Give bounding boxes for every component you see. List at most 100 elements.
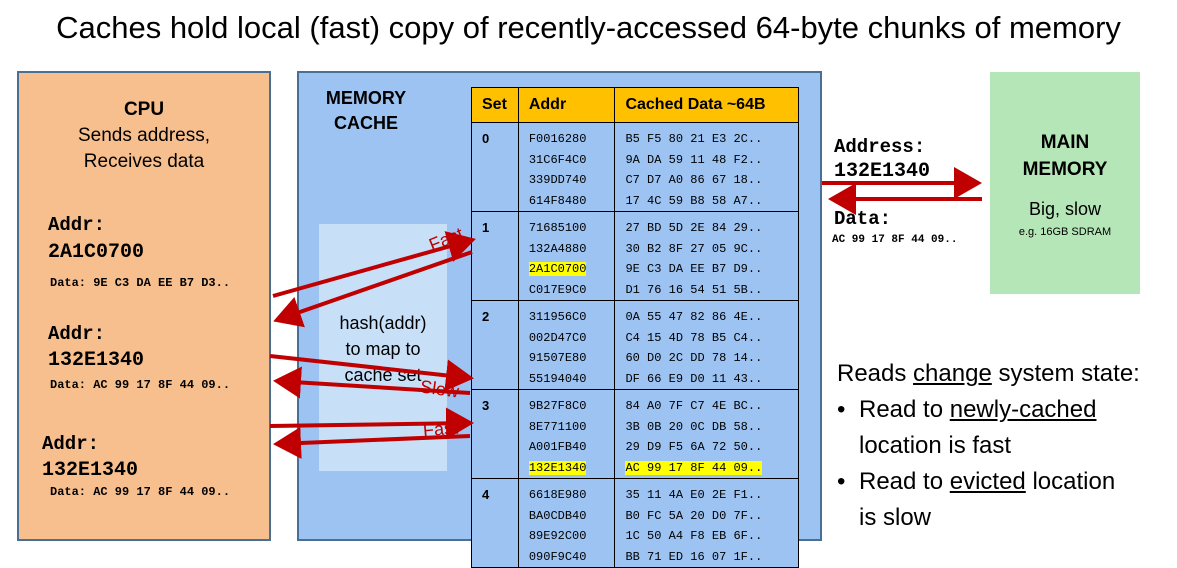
cache-set-row: 4 6618E980 BA0CDB40 89E92C00 090F9C40 35…: [471, 478, 799, 568]
data-cell: 17 4C 59 B8 58 A7..: [625, 193, 763, 208]
arrow-response-1: [273, 250, 473, 328]
highlighted-data: AC 99 17 8F 44 09..: [625, 460, 763, 475]
data-cell: B0 FC 5A 20 D0 7F..: [625, 508, 763, 523]
cache-label-line2: CACHE: [333, 113, 398, 133]
main-memory-line2: MEMORY: [1022, 159, 1108, 180]
request-1-addr: 2A1C0700: [48, 241, 145, 264]
bullet-1-icon: •: [837, 396, 846, 423]
set-data: 84 A0 7F C7 4E BC.. 3B 0B 20 0C DB 58.. …: [614, 389, 799, 479]
data-cell: 84 A0 7F C7 4E BC..: [625, 399, 763, 413]
main-memory-line1: MAIN: [1040, 132, 1090, 153]
request-3-addr: 132E1340: [42, 459, 139, 482]
cpu-label: CPU: [123, 99, 165, 120]
fast-label-2: Fast: [422, 417, 459, 441]
data-cell-highlighted: AC 99 17 8F 44 09..: [625, 458, 798, 479]
bus-address-label: Address:: [834, 136, 926, 158]
request-2-data: Data: AC 99 17 8F 44 09..: [50, 378, 231, 392]
main-memory-label: MAIN MEMORY: [990, 129, 1140, 183]
b2-underline: evicted: [949, 468, 1026, 495]
cpu-line1: Sends address,: [77, 125, 211, 146]
set-number: 0: [471, 122, 519, 212]
arrow-request-1: [272, 231, 476, 298]
request-1-addr-label: Addr:: [48, 214, 106, 236]
data-cell: 9A DA 59 11 48 F2..: [625, 152, 763, 167]
data-cell: 0A 55 47 82 86 4E..: [625, 310, 763, 324]
highlighted-addr: 132E1340: [528, 460, 587, 475]
arrow-response-2: [273, 366, 471, 399]
data-cell: 29 D9 F5 6A 72 50..: [625, 440, 763, 454]
b2-pre: Read to: [859, 468, 950, 495]
main-memory-sub: Big, slow: [1028, 199, 1102, 219]
data-cell: 27 BD 5D 2E 84 29..: [625, 221, 763, 235]
bullet-1-line1: Read to newly-cached: [859, 392, 1096, 428]
bullet-1-line2: location is fast: [859, 432, 1012, 459]
data-cell: C7 D7 A0 86 67 18..: [625, 173, 763, 187]
bus-address-value: 132E1340: [834, 160, 931, 183]
set-number: 3: [471, 389, 519, 479]
cache-set-row: 2 311956C0 002D47C0 91507E80 55194040 0A…: [471, 300, 799, 390]
request-2-addr: 132E1340: [48, 349, 145, 372]
set-data: 0A 55 47 82 86 4E.. C4 15 4D 78 B5 C4.. …: [614, 300, 799, 390]
request-3-data: Data: AC 99 17 8F 44 09..: [50, 485, 231, 499]
b2-post: location: [1025, 468, 1116, 495]
set-number: 1: [471, 211, 519, 301]
data-cell: DF 66 E9 D0 11 43..: [625, 371, 763, 386]
hash-line1: hash(addr): [339, 313, 427, 333]
cache-set-row: 3 9B27F8C0 8E771100 A001FB40 132E1340 84…: [471, 389, 799, 479]
b1-underline: newly-cached: [949, 396, 1097, 423]
addr-cell: C017E9C0: [528, 282, 587, 297]
cpu-header: CPU Sends address, Receives data: [19, 97, 269, 175]
highlighted-addr: 2A1C0700: [528, 262, 587, 276]
addr-cell: 9B27F8C0: [528, 399, 587, 413]
cache-label-line1: MEMORY: [325, 88, 407, 108]
header-data: Cached Data ~64B: [614, 87, 799, 123]
request-1-data: Data: 9E C3 DA EE B7 D3..: [50, 276, 231, 290]
addr-cell-highlighted: 2A1C0700: [528, 259, 615, 280]
addr-cell: 55194040: [528, 371, 587, 386]
arrow-request-2: [269, 354, 474, 392]
main-memory-box: MAIN MEMORY Big, slow e.g. 16GB SDRAM: [990, 72, 1140, 294]
data-cell: 30 B2 8F 27 05 9C..: [625, 241, 763, 256]
cpu-line2: Receives data: [83, 151, 205, 172]
arrow-response-3: [273, 427, 471, 459]
addr-cell: A001FB40: [528, 440, 587, 454]
addr-cell: 89E92C00: [528, 529, 587, 543]
addr-cell: 31C6F4C0: [528, 152, 587, 167]
request-2-addr-label: Addr:: [48, 323, 106, 345]
cache-table: Set Addr Cached Data ~64B 0 F0016280 31C…: [471, 87, 799, 568]
set-data: 27 BD 5D 2E 84 29.. 30 B2 8F 27 05 9C.. …: [614, 211, 799, 301]
addr-cell: 002D47C0: [528, 330, 587, 345]
reads-intro-underline: change: [913, 360, 992, 387]
addr-cell: 91507E80: [528, 351, 587, 365]
data-cell: D1 76 16 54 51 5B..: [625, 282, 763, 297]
cache-set-row: 1 71685100 132A4880 2A1C0700 C017E9C0 27…: [471, 211, 799, 301]
bus-data-label: Data:: [834, 208, 892, 230]
memory-cache-label: MEMORY CACHE: [311, 86, 421, 136]
addr-cell: 132A4880: [528, 241, 587, 256]
data-cell: C4 15 4D 78 B5 C4..: [625, 330, 763, 345]
cache-table-header: Set Addr Cached Data ~64B: [471, 87, 799, 123]
set-addrs: 311956C0 002D47C0 91507E80 55194040: [517, 300, 616, 390]
addr-cell: 339DD740: [528, 173, 587, 187]
hash-line2: to map to: [345, 339, 421, 359]
set-data: B5 F5 80 21 E3 2C.. 9A DA 59 11 48 F2.. …: [614, 122, 799, 212]
addr-cell: F0016280: [528, 132, 587, 146]
arrows-layer: [269, 167, 982, 459]
reads-intro-pre: Reads: [837, 360, 914, 387]
set-addrs: F0016280 31C6F4C0 339DD740 614F8480: [517, 122, 616, 212]
set-addrs: 71685100 132A4880 2A1C0700 C017E9C0: [517, 211, 616, 301]
cpu-panel: CPU Sends address, Receives data Addr: 2…: [17, 71, 271, 541]
reads-intro: Reads change system state:: [837, 356, 1140, 392]
addr-cell: 6618E980: [528, 488, 587, 502]
header-set: Set: [471, 87, 519, 123]
addr-cell: 71685100: [528, 221, 587, 235]
request-3-addr-label: Addr:: [42, 433, 100, 455]
bus-data-value: AC 99 17 8F 44 09..: [832, 234, 958, 246]
cache-set-row: 0 F0016280 31C6F4C0 339DD740 614F8480 B5…: [471, 122, 799, 212]
arrow-request-3: [269, 407, 474, 440]
addr-cell-highlighted: 132E1340: [528, 458, 615, 479]
b1-pre: Read to: [859, 396, 950, 423]
data-cell: B5 F5 80 21 E3 2C..: [625, 132, 763, 146]
addr-cell: 8E771100: [528, 419, 587, 434]
set-number: 2: [471, 300, 519, 390]
